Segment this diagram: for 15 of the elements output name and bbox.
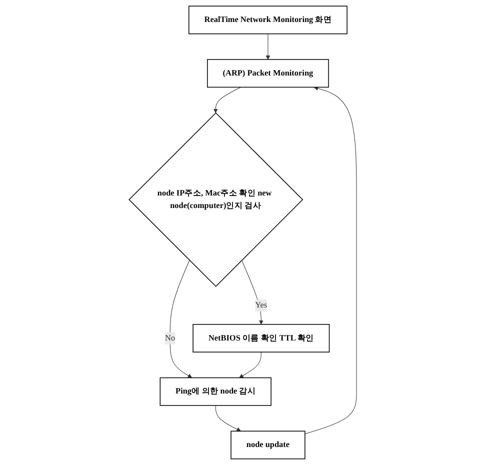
node-box: NetBIOS 이름 확인 TTL 확인 bbox=[192, 324, 330, 352]
arrow bbox=[169, 260, 192, 378]
node-box: (ARP) Packet Monitoring bbox=[206, 59, 329, 88]
node-box: node update bbox=[230, 430, 305, 460]
arrow bbox=[304, 86, 356, 434]
arrow bbox=[241, 260, 264, 325]
node-diamond: node IP주소, Mac주소 확인 new node(computer)인지 검사 bbox=[128, 112, 303, 287]
node-box: Ping에 의한 node 감시 bbox=[159, 377, 272, 406]
arrow bbox=[215, 405, 241, 432]
node-box: RealTime Network Monitoring 화면 bbox=[188, 6, 348, 34]
edge-label: No bbox=[164, 334, 175, 342]
arrow bbox=[213, 86, 241, 114]
arrow bbox=[238, 352, 262, 378]
edge-label: Yes bbox=[254, 300, 267, 310]
arrow bbox=[265, 34, 270, 60]
